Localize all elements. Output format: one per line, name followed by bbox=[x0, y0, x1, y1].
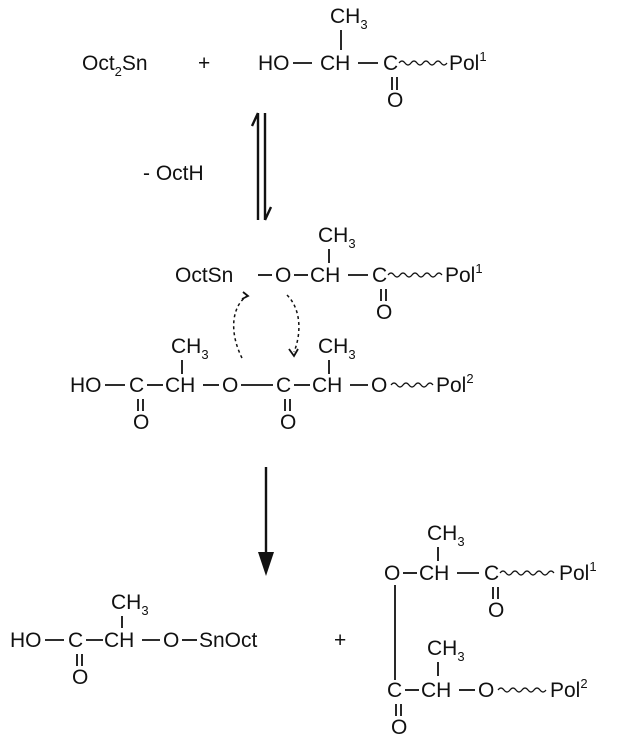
chain-c2: C bbox=[276, 374, 291, 397]
chain-ch1: CH bbox=[165, 374, 195, 397]
product-right-bottom-carbonyl-o: O bbox=[391, 716, 407, 739]
product-left-ch3: CH3 bbox=[111, 591, 149, 618]
reactant-catalyst: Oct2Sn bbox=[82, 52, 148, 79]
reaction-arrow-down bbox=[258, 467, 274, 576]
product-left-c: C bbox=[68, 629, 83, 652]
polymer-chain-ester: CH3 CH3 HO C O CH O C O CH O Pol2 bbox=[70, 335, 474, 434]
product-right-bottom-c: C bbox=[387, 679, 402, 702]
intermediate-tin-alkoxide: CH3 OctSn O CH C O Pol1 bbox=[175, 224, 483, 324]
product-left-snoct: SnOct bbox=[199, 629, 258, 652]
intermediate-octsn: OctSn bbox=[175, 264, 233, 287]
intermediate-ch3: CH3 bbox=[318, 224, 356, 251]
reactant-lactate-polymer: CH3 HO CH C O Pol1 bbox=[258, 5, 487, 112]
product-right-top-pol: Pol1 bbox=[559, 559, 597, 585]
equilibrium-arrow bbox=[250, 112, 273, 221]
chain-ch2: CH bbox=[312, 374, 342, 397]
product-right-top-c: C bbox=[484, 562, 499, 585]
chain-ho: HO bbox=[70, 374, 102, 397]
chain-carbonyl1-o: O bbox=[133, 411, 149, 434]
chain-o2: O bbox=[371, 374, 387, 397]
plus-sign-top: + bbox=[198, 52, 210, 75]
intermediate-pol: Pol1 bbox=[445, 261, 483, 287]
reagent-ho: HO bbox=[258, 52, 290, 75]
product-right-bottom-o: O bbox=[478, 679, 494, 702]
chain-c1: C bbox=[129, 374, 144, 397]
byproduct-label: - OctH bbox=[143, 162, 204, 185]
chain-ch3a: CH3 bbox=[171, 335, 209, 362]
product-right-top-carbonyl-o: O bbox=[488, 599, 504, 622]
reagent-pol: Pol1 bbox=[449, 49, 487, 75]
product-right-top-ch3: CH3 bbox=[427, 522, 465, 549]
product-right-bottom-pol: Pol2 bbox=[550, 676, 588, 702]
intermediate-ch: CH bbox=[310, 264, 340, 287]
intermediate-o: O bbox=[275, 264, 291, 287]
reagent-ch: CH bbox=[320, 52, 350, 75]
product-coupled-polymer: CH3 O CH C O Pol1 CH3 C O CH O Pol2 bbox=[384, 522, 597, 739]
product-left-o: O bbox=[163, 629, 179, 652]
intermediate-carbonyl-o: O bbox=[376, 301, 392, 324]
product-right-top-o: O bbox=[384, 562, 400, 585]
product-tin-lactate: CH3 HO C O CH O SnOct bbox=[10, 591, 258, 689]
chain-o1: O bbox=[222, 374, 238, 397]
chain-ch3b: CH3 bbox=[318, 335, 356, 362]
product-right-top-ch: CH bbox=[419, 562, 449, 585]
chain-carbonyl2-o: O bbox=[280, 411, 296, 434]
reagent-ch3: CH3 bbox=[330, 5, 368, 32]
svg-text:Oct2Sn: Oct2Sn bbox=[82, 52, 148, 79]
intermediate-c: C bbox=[372, 264, 387, 287]
product-left-ch: CH bbox=[104, 629, 134, 652]
product-right-bottom-ch: CH bbox=[421, 679, 451, 702]
reagent-c: C bbox=[383, 52, 398, 75]
chain-pol: Pol2 bbox=[436, 371, 474, 397]
electron-flow-arrows bbox=[232, 291, 300, 359]
reagent-carbonyl-o: O bbox=[387, 89, 403, 112]
product-left-carbonyl-o: O bbox=[72, 666, 88, 689]
plus-sign-bottom: + bbox=[334, 629, 346, 652]
product-right-bottom-ch3: CH3 bbox=[427, 637, 465, 664]
product-left-ho: HO bbox=[10, 629, 42, 652]
